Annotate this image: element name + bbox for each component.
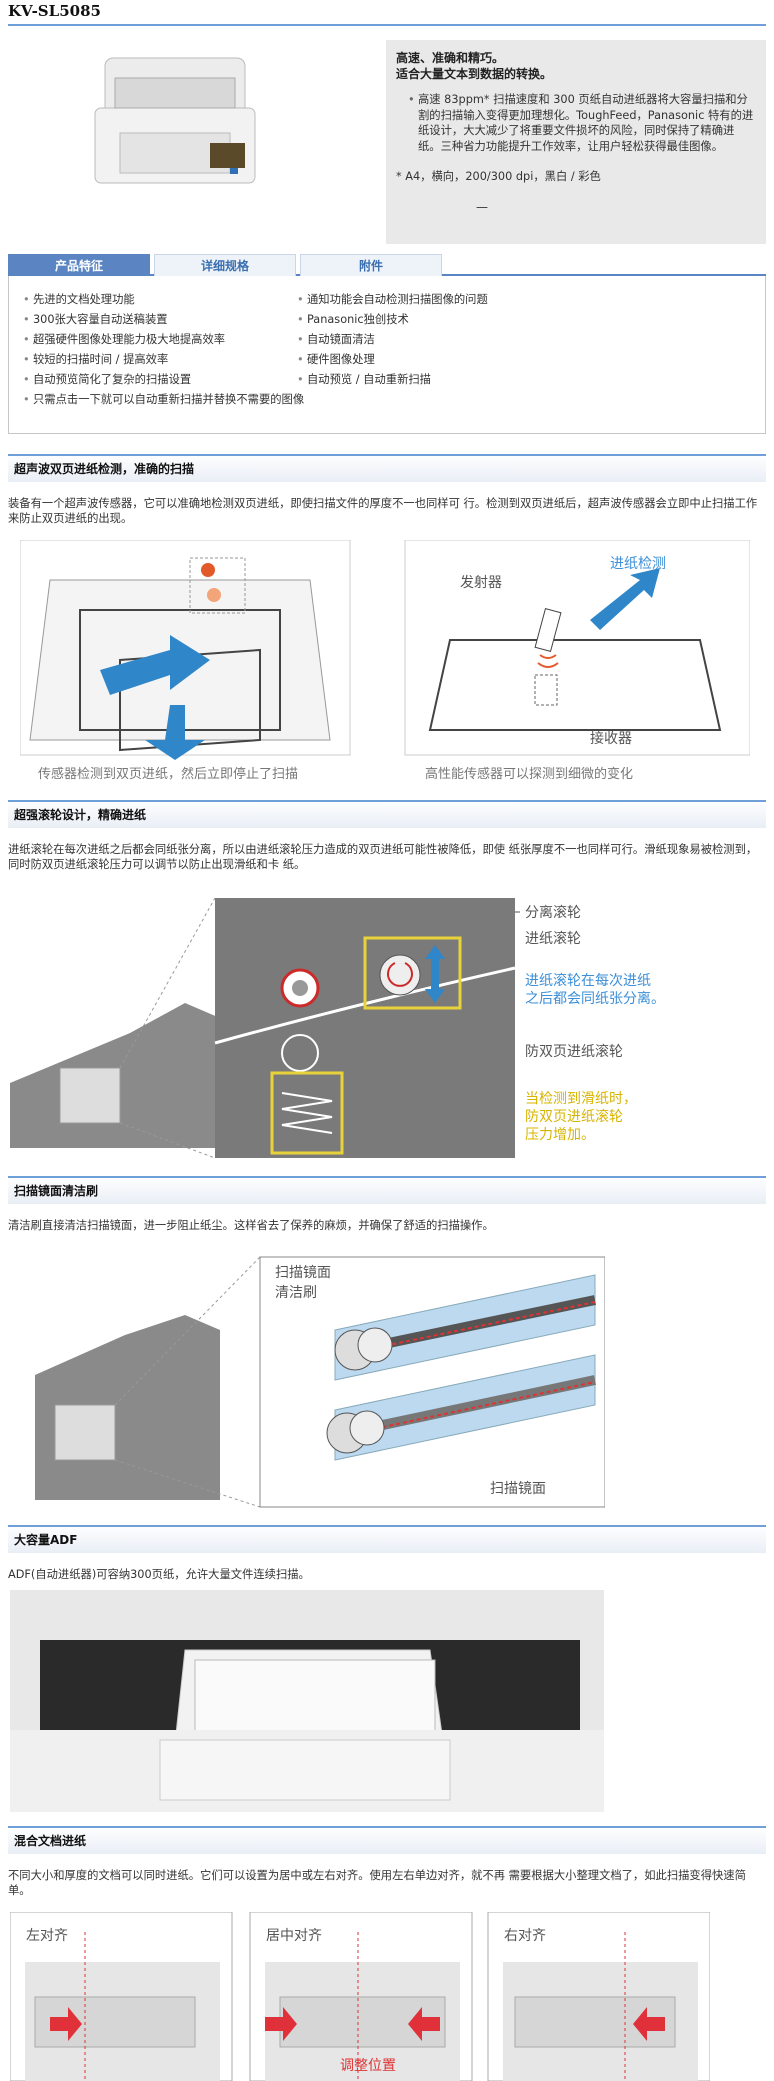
features-left: 先进的文档处理功能 300张大容量自动送稿装置 超强硬件图像处理能力极大地提高效… [23,290,313,409]
tab-accessories[interactable]: 附件 [300,254,442,276]
headline-1: 高速、准确和精巧。 [396,51,505,65]
section-text: 装备有一个超声波传感器，它可以准确地检测双页进纸，即使扫描文件的厚度不一也同样可… [8,497,758,525]
sep-roller-label: 分离滚轮 [525,904,581,921]
mirror-label: 扫描镜面 [490,1481,546,1497]
section-rule [8,454,766,456]
feature-item: Panasonic独创技术 [297,310,587,330]
adf-photo [10,1590,604,1812]
section-roller: 超强滚轮设计，精确进纸 进纸滚轮在每次进纸之后都会同纸张分离，所以由进纸滚轮压力… [8,800,766,872]
feature-item: 较短的扫描时间 / 提高效率 [23,350,313,370]
align-right-label: 右对齐 [504,1928,546,1944]
dash: — [476,200,488,214]
emitter-label: 发射器 [460,575,502,591]
feed-roller-label: 进纸滚轮 [525,930,581,947]
align-center-panel: 居中对齐 调整位置 [249,1912,473,2081]
feature-item: 只需点击一下就可以自动重新扫描并替换不需要的图像 [23,390,313,409]
features-box: 先进的文档处理功能 300张大容量自动送稿装置 超强硬件图像处理能力极大地提高效… [8,276,766,434]
section-title: 混合文档进纸 [8,1826,766,1854]
anti-note-1: 当检测到滑纸时， [525,1090,637,1107]
headline-2: 适合大量文本到数据的转换。 [396,67,553,81]
section-text: ADF(自动进纸器)可容纳300页纸，允许大量文件连续扫描。 [8,1568,310,1581]
align-left-label: 左对齐 [26,1928,68,1944]
title-rule [8,24,766,26]
tab-bar: 产品特征 详细规格 附件 [8,254,766,276]
section-rule [8,1826,766,1828]
brush-label-2: 清洁刷 [275,1285,317,1301]
feature-item: 通知功能会自动检测扫描图像的问题 [297,290,587,310]
tab-specs[interactable]: 详细规格 [154,254,296,276]
detect-label: 进纸检测 [610,556,666,572]
caption-right: 高性能传感器可以探测到细微的变化 [425,766,633,782]
ultrasonic-figure: 发射器 接收器 进纸检测 传感器检测到双页进纸，然后立即停止了扫描 高性能传感器… [20,540,750,782]
roller-figure: 分离滚轮 进纸滚轮 进纸滚轮在每次进纸 之后都会同纸张分离。 防双页进纸滚轮 当… [10,897,665,1159]
mixed-figure: 左对齐 居中对齐 调整位置 右对齐 [10,1912,710,2081]
section-title: 扫描镜面清洁刷 [8,1176,766,1204]
caption-left: 传感器检测到双页进纸，然后立即停止了扫描 [38,766,298,782]
spec-note: * A4，横向，200/300 dpi，黑白 / 彩色 [396,170,601,183]
align-left-panel: 左对齐 [10,1912,233,2081]
feed-note-1: 进纸滚轮在每次进纸 [525,972,651,989]
anti-note-3: 压力增加。 [525,1127,595,1143]
feature-item: 先进的文档处理功能 [23,290,313,310]
align-center-label: 居中对齐 [266,1928,322,1944]
intro-bullet: 高速 83ppm* 扫描速度和 300 页纸自动进纸器将大容量扫描和分割的扫描输… [408,92,756,154]
section-title: 大容量ADF [8,1525,766,1553]
anti-note-2: 防双页进纸滚轮 [525,1108,623,1125]
features-right: 通知功能会自动检测扫描图像的问题 Panasonic独创技术 自动镜面清洁 硬件… [297,290,587,390]
model-title: KV-SL5085 [8,2,101,20]
feed-note-2: 之后都会同纸张分离。 [525,990,665,1007]
intro-panel: 高速、准确和精巧。 适合大量文本到数据的转换。 高速 83ppm* 扫描速度和 … [386,40,766,244]
section-mixed: 混合文档进纸 不同大小和厚度的文档可以同时进纸。它们可以设置为居中或左右对齐。使… [8,1826,766,1898]
section-ultrasonic: 超声波双页进纸检测，准确的扫描 装备有一个超声波传感器，它可以准确地检测双页进纸… [8,454,766,526]
feature-item: 自动镜面清洁 [297,330,587,350]
feature-item: 自动预览 / 自动重新扫描 [297,370,587,390]
section-text: 清洁刷直接清洁扫描镜面，进一步阻止纸尘。这样省去了保养的麻烦，并确保了舒适的扫描… [8,1219,494,1232]
section-rule [8,1176,766,1178]
feature-item: 硬件图像处理 [297,350,587,370]
anti-roller-label: 防双页进纸滚轮 [525,1043,623,1060]
section-title: 超强滚轮设计，精确进纸 [8,800,766,828]
section-text: 进纸滚轮在每次进纸之后都会同纸张分离，所以由进纸滚轮压力造成的双页进纸可能性被降… [8,843,758,871]
receiver-label: 接收器 [590,730,632,747]
section-rule [8,1525,766,1527]
feature-item: 超强硬件图像处理能力极大地提高效率 [23,330,313,350]
adjust-label: 调整位置 [340,2058,396,2074]
brush-figure: 扫描镜面 清洁刷 扫描镜面 [35,1256,605,1508]
section-title: 超声波双页进纸检测，准确的扫描 [8,454,766,482]
section-brush: 扫描镜面清洁刷 清洁刷直接清洁扫描镜面，进一步阻止纸尘。这样省去了保养的麻烦，并… [8,1176,766,1233]
section-adf: 大容量ADF ADF(自动进纸器)可容纳300页纸，允许大量文件连续扫描。 [8,1525,766,1582]
align-right-panel: 右对齐 [487,1912,710,2081]
section-text: 不同大小和厚度的文档可以同时进纸。它们可以设置为居中或左右对齐。使用左右单边对齐… [8,1869,746,1897]
section-rule [8,800,766,802]
feature-item: 300张大容量自动送稿装置 [23,310,313,330]
scanner-product-image [94,57,256,184]
tab-features[interactable]: 产品特征 [8,254,150,276]
feature-item: 自动预览简化了复杂的扫描设置 [23,370,313,390]
brush-label-1: 扫描镜面 [275,1265,331,1281]
